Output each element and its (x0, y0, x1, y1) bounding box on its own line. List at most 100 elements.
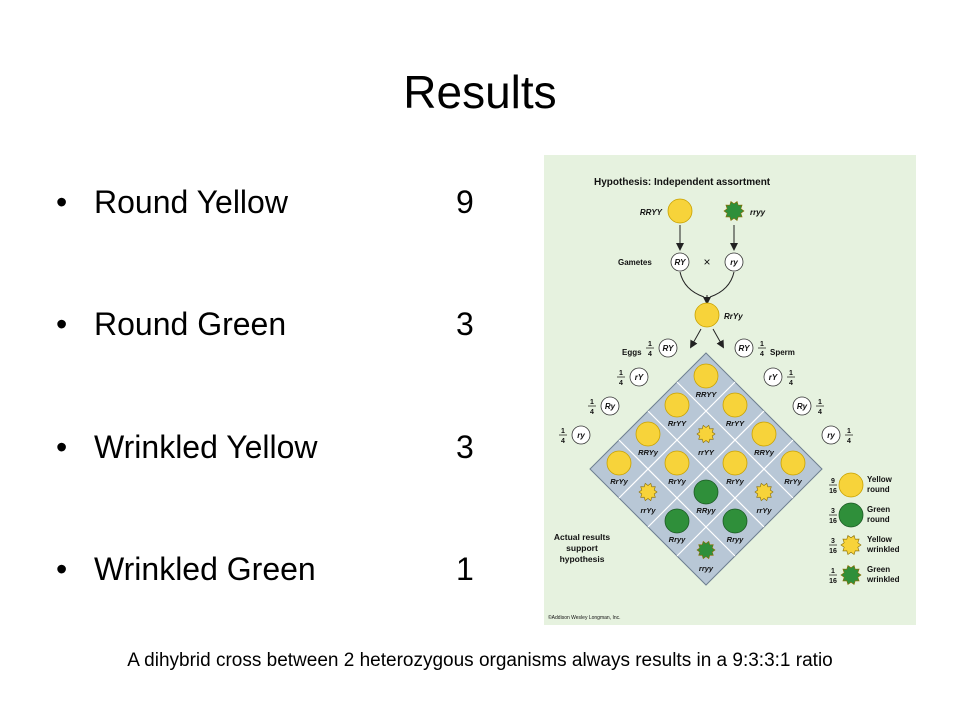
green-round-pea-icon (722, 508, 748, 534)
yellow-round-pea-icon (751, 421, 777, 447)
gamete-label: Ry (797, 402, 808, 411)
list-item: • Round Green 3 (56, 304, 516, 344)
grid-line (676, 439, 794, 557)
yellow-round-pea-icon (838, 472, 864, 498)
egg-gamete-circle (600, 396, 620, 416)
yellow-wrinkled-pea-icon (638, 482, 658, 502)
sperm-fraction-numerator: 1 (818, 399, 822, 406)
sperm-fraction-denominator: 4 (789, 380, 793, 387)
legend-fraction-numerator: 1 (831, 568, 835, 575)
egg-fraction-denominator: 4 (561, 438, 565, 445)
egg-fraction-numerator: 1 (619, 370, 623, 377)
phenotype-label: Round Yellow (94, 184, 288, 220)
green-wrinkled-pea-icon (723, 201, 745, 221)
cell-genotype: RrYY (726, 419, 745, 428)
yellow-wrinkled-pea-icon (754, 482, 774, 502)
copyright-text: ©Addison Wesley Longman, Inc. (548, 614, 621, 621)
phenotype-count: 1 (456, 551, 474, 587)
legend-fraction-numerator: 9 (831, 478, 835, 485)
egg-gamete-circle (629, 367, 649, 387)
legend-label: Green (867, 505, 890, 514)
cell-genotype: RRYy (638, 448, 659, 457)
cell-genotype: Rryy (727, 535, 745, 544)
phenotype-label: Round Green (94, 306, 287, 342)
figure-heading: Hypothesis: Independent assortment (594, 177, 771, 188)
yellow-round-pea-icon (694, 302, 720, 328)
list-item: • Wrinkled Yellow 3 (56, 427, 516, 467)
bullet-icon: • (56, 551, 68, 587)
eggs-label: Eggs (622, 348, 642, 357)
phenotype-count: 3 (456, 429, 474, 465)
yellow-round-pea-icon (635, 421, 661, 447)
egg-fraction-numerator: 1 (561, 428, 565, 435)
sperm-fraction-denominator: 4 (818, 409, 822, 416)
sperm-label: Sperm (770, 348, 795, 357)
phenotype-label: Wrinkled Green (94, 551, 316, 587)
cell-genotype: RRYy (754, 448, 775, 457)
legend-label: Yellow (867, 475, 893, 484)
sperm-fraction-numerator: 1 (760, 341, 764, 348)
egg-gamete-circle (658, 338, 678, 358)
phenotype-label: Wrinkled Yellow (94, 429, 318, 465)
parent1-genotype: RRYY (640, 208, 663, 217)
cell-genotype: RrYy (784, 477, 802, 486)
green-wrinkled-pea-icon (840, 565, 862, 585)
gamete-label: Ry (605, 402, 616, 411)
cell-genotype: rrYy (640, 506, 656, 515)
slide-caption: A dihybrid cross between 2 heterozygous … (127, 650, 833, 671)
egg-fraction-denominator: 4 (590, 409, 594, 416)
gamete-label: rY (635, 373, 644, 382)
cell-genotype: RrYy (668, 477, 686, 486)
legend-fraction-denominator: 16 (829, 578, 837, 585)
gamete-label: ry (827, 431, 835, 440)
yellow-round-pea-icon (693, 363, 719, 389)
yellow-round-pea-icon (664, 392, 690, 418)
bullet-icon: • (56, 429, 68, 465)
cell-genotype: RrYY (668, 419, 687, 428)
green-wrinkled-pea-icon (696, 540, 716, 560)
cell-genotype: RrYy (610, 477, 628, 486)
sperm-fraction-denominator: 4 (760, 351, 764, 358)
cell-genotype: RRYY (696, 390, 718, 399)
legend-fraction-numerator: 3 (831, 508, 835, 515)
legend-fraction-denominator: 16 (829, 488, 837, 495)
list-item: • Round Yellow 9 (56, 182, 516, 222)
yellow-round-pea-icon (722, 450, 748, 476)
cross-symbol: × (703, 255, 710, 269)
f1-genotype: RrYy (724, 312, 743, 321)
yellow-round-pea-icon (780, 450, 806, 476)
arrow (712, 328, 724, 349)
arrow (679, 271, 705, 298)
cell-genotype: rrYY (698, 448, 715, 457)
yellow-round-pea-icon (722, 392, 748, 418)
grid-line (647, 410, 765, 528)
gamete-label: RY (663, 344, 675, 353)
gamete-label: ry (730, 258, 738, 267)
phenotype-count: 9 (456, 184, 474, 220)
yellow-round-pea-icon (664, 450, 690, 476)
parent2-genotype: rryy (750, 208, 766, 217)
gamete-circle (670, 252, 690, 272)
arrow (709, 271, 735, 298)
yellow-wrinkled-pea-icon (840, 535, 862, 555)
phenotype-count: 3 (456, 306, 474, 342)
legend-label: round (867, 485, 890, 494)
arrow (690, 328, 702, 349)
legend-label: round (867, 515, 890, 524)
cell-genotype: RRyy (696, 506, 716, 515)
legend-fraction-denominator: 16 (829, 518, 837, 525)
sperm-gamete-circle (821, 425, 841, 445)
gamete-label: ry (577, 431, 585, 440)
egg-gamete-circle (571, 425, 591, 445)
legend-fraction-denominator: 16 (829, 548, 837, 555)
results-label: Actual results (554, 532, 610, 542)
bullet-icon: • (56, 184, 68, 220)
gamete-circle (724, 252, 744, 272)
legend-label: wrinkled (866, 545, 900, 554)
green-round-pea-icon (838, 502, 864, 528)
sperm-fraction-numerator: 1 (789, 370, 793, 377)
sperm-fraction-denominator: 4 (847, 438, 851, 445)
bullet-icon: • (56, 306, 68, 342)
